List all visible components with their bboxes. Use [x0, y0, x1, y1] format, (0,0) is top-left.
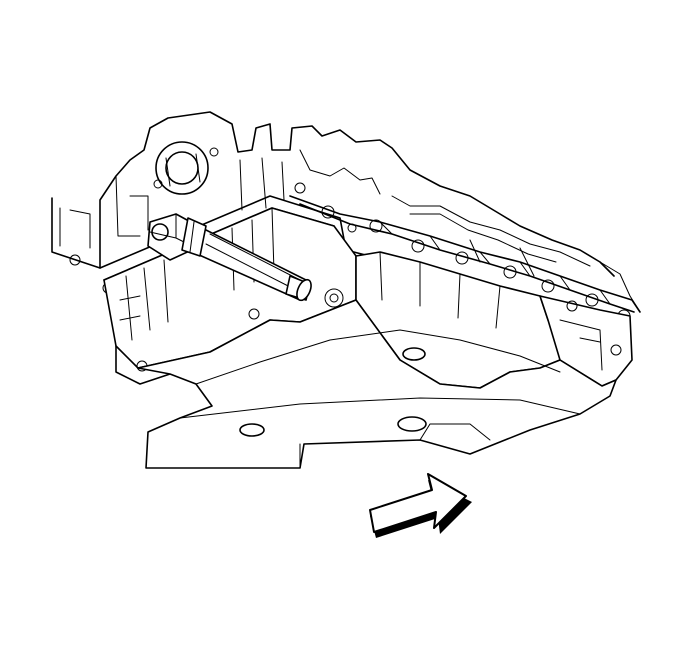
- oil-filter-adapter: [147, 213, 312, 302]
- front-direction-arrow-icon: [369, 473, 472, 538]
- pan-bottom: [137, 299, 617, 469]
- pan-rail: [289, 195, 641, 323]
- engine-block: [51, 111, 615, 294]
